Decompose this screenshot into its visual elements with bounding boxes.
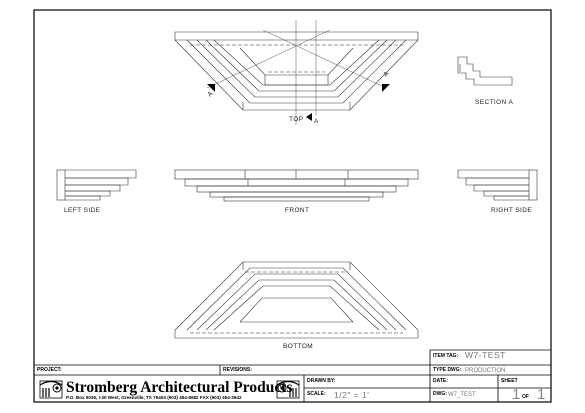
scale-label: SCALE: [307, 391, 326, 397]
front-view [174, 169, 419, 202]
section-a-profile [457, 56, 513, 86]
right-side-view [457, 169, 538, 201]
left-side-label: LEFT SIDE [64, 207, 101, 214]
dwg-label: DWG: [433, 391, 447, 397]
dwg-value: W7_TEST [448, 392, 476, 398]
company-logo-left [39, 380, 63, 399]
bottom-view [174, 261, 419, 339]
item-tag-label: ITEM TAG: [433, 353, 459, 359]
section-marker-left: A [206, 90, 214, 98]
right-side-label: RIGHT SIDE [491, 207, 532, 214]
section-arrow-left [207, 84, 215, 92]
company-name: Stromberg Architectural Products [66, 379, 292, 396]
section-a-label: SECTION A [475, 99, 514, 106]
top-view [174, 20, 419, 125]
company-logo-right [276, 380, 300, 399]
item-tag-value: W7-TEST [465, 350, 506, 360]
scale-value: 1/2" = 1' [334, 390, 369, 400]
section-marker-right: A [382, 70, 390, 78]
title-block [34, 349, 551, 402]
view-arrow-top [306, 113, 312, 121]
project-label: PROJECT: [37, 367, 62, 373]
date-label: DATE: [433, 378, 448, 384]
type-dwg-label: TYPE DWG: [433, 367, 462, 373]
front-label: FRONT [285, 207, 309, 214]
of-label: OF [522, 394, 529, 400]
left-side-view [56, 169, 137, 201]
type-dwg-value: PRODUCTION [465, 368, 505, 374]
bottom-label: BOTTOM [283, 343, 313, 350]
sheet-total: 1 [537, 386, 545, 403]
revisions-label: REVISIONS: [223, 367, 252, 373]
section-arrow-right [382, 84, 390, 92]
sheet-number: 1 [512, 386, 520, 403]
top-view-label: TOP [289, 116, 303, 123]
top-view-marker: A [314, 118, 319, 125]
drawn-by-label: DRAWN BY: [307, 378, 336, 384]
sheet-label: SHEET [501, 378, 518, 384]
company-address: P.O. Box 6036, I-30 West, Greenville, TX… [66, 395, 242, 400]
sheet-border [33, 9, 552, 403]
